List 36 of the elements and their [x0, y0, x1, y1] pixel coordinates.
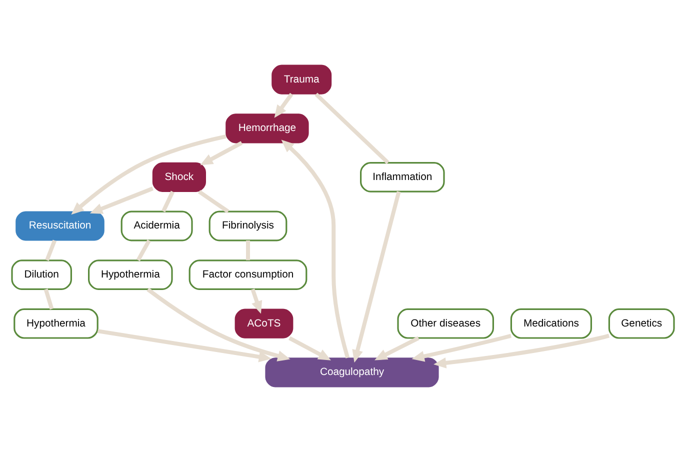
node-box: Resuscitation — [16, 210, 104, 240]
arrow — [434, 333, 610, 368]
node-box: Dilution — [11, 259, 72, 290]
arrow — [200, 140, 243, 165]
node-box: Factor consumption — [188, 259, 308, 290]
arrow — [288, 336, 331, 360]
connector — [45, 239, 57, 260]
arrow — [71, 134, 226, 214]
connector — [44, 288, 54, 310]
arrow — [412, 333, 512, 362]
node-box: Hemorrhage — [226, 113, 309, 143]
arrow — [281, 139, 350, 358]
node-box: Other diseases — [397, 308, 494, 338]
arrow — [374, 336, 420, 360]
arrow — [146, 287, 290, 361]
connector — [162, 190, 175, 212]
arrow — [250, 288, 262, 314]
arrow — [97, 328, 272, 362]
node-box: Trauma — [272, 64, 332, 94]
node-box: Hypothermia — [14, 308, 98, 338]
arrow — [274, 92, 294, 118]
node-box: Inflammation — [360, 162, 445, 192]
node-box: Shock — [152, 162, 206, 192]
node-box: Fibrinolysis — [208, 210, 288, 241]
node-box: Hypothermia — [88, 259, 173, 290]
node-box: Medications — [510, 308, 592, 338]
connector — [198, 190, 230, 213]
connector — [136, 238, 151, 261]
node-box: Genetics — [608, 308, 675, 338]
arrow — [352, 190, 401, 362]
connector — [314, 92, 390, 164]
node-box: Coagulopathy — [265, 357, 439, 387]
arrow — [90, 186, 154, 214]
node-box: ACoTS — [234, 308, 294, 338]
connector — [246, 240, 250, 260]
node-box: Acidermia — [120, 210, 193, 241]
